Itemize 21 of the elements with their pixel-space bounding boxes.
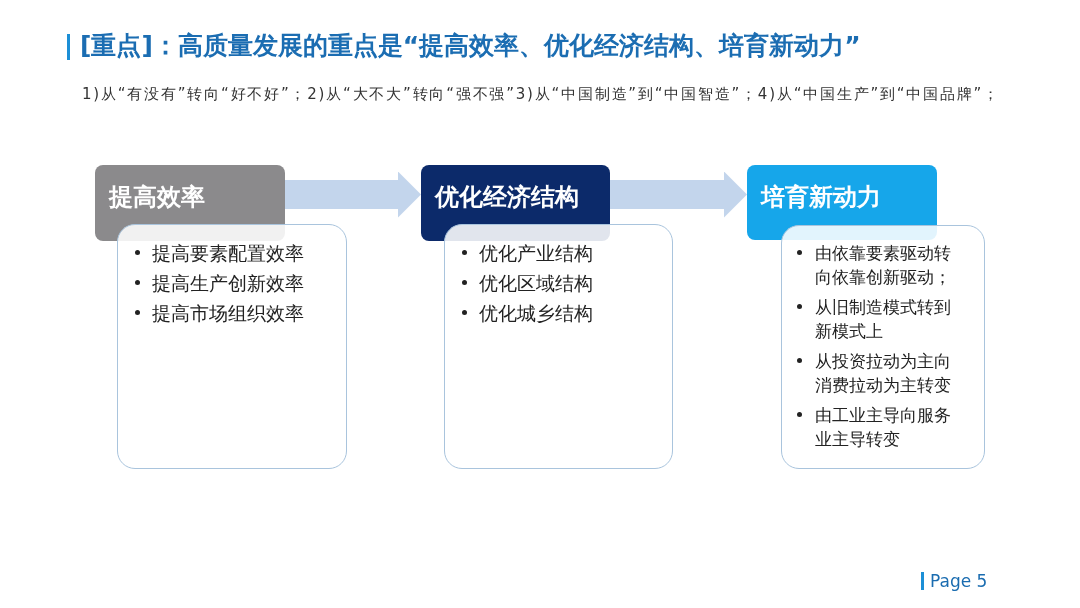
flow-arrow [285, 171, 421, 218]
bullet-text: 由工业主导向服务业主导转变 [814, 403, 952, 451]
step-title: 优化经济结构 [435, 182, 579, 212]
flow-arrow [610, 171, 747, 218]
bullet-text: 由依靠要素驱动转向依靠创新驱动； [814, 241, 952, 289]
slide-title: [重点]：高质量发展的重点是“提高效率、优化经济结构、培育新动力” [80, 30, 861, 61]
step-title: 提高效率 [109, 182, 205, 212]
content-card [117, 224, 347, 469]
step-title: 培育新动力 [761, 182, 881, 212]
bullet-text: 优化城乡结构 [478, 301, 593, 324]
bullet-text: 优化产业结构 [478, 241, 593, 264]
bullet-text: 从投资拉动为主向消费拉动为主转变 [814, 349, 952, 397]
page-number: Page 5 [930, 570, 988, 592]
bullet-text: 从旧制造模式转到新模式上 [814, 295, 952, 343]
content-card [781, 225, 985, 469]
subtitle-note: 1)从“有没有”转向“好不好”；2)从“大不大”转向“强不强”3)从“中国制造”到“中国智造”；4)从“中国生产”到“中国品牌”； [82, 84, 1000, 104]
bullet-text: 提高要素配置效率 [151, 241, 304, 264]
content-card [444, 224, 673, 469]
bullet-text: 提高市场组织效率 [151, 301, 304, 324]
bullet-text: 提高生产创新效率 [151, 271, 304, 294]
bullet-text: 优化区域结构 [478, 271, 593, 294]
